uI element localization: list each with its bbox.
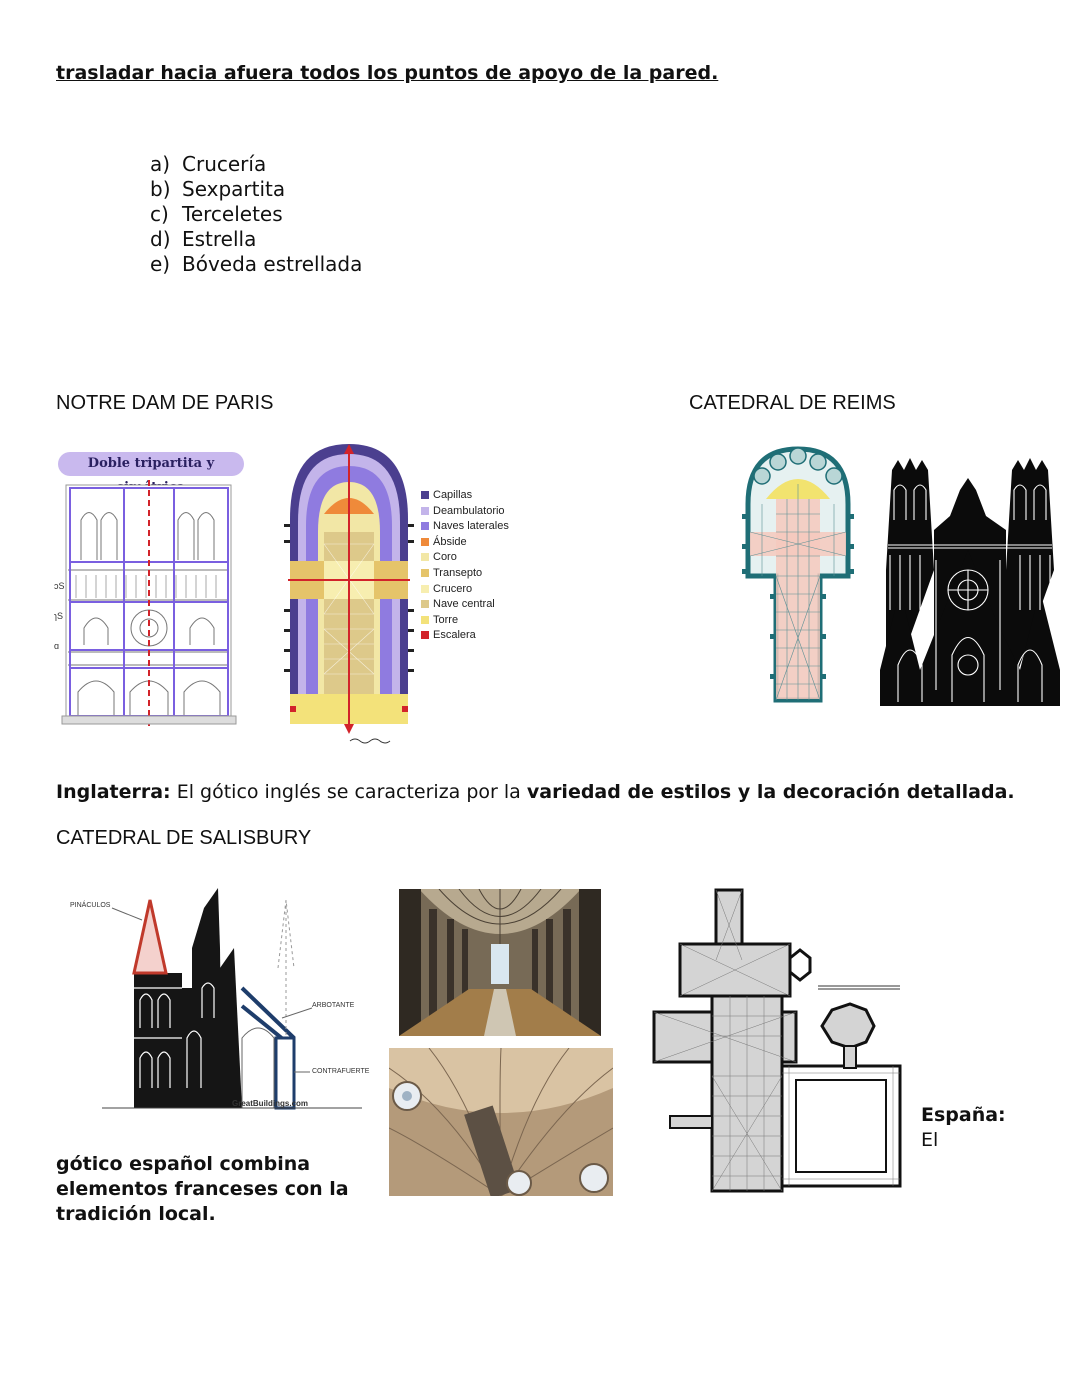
legend-swatch	[421, 506, 429, 515]
legend-item: Capillas	[421, 488, 509, 504]
salisbury-heading: CATEDRAL DE SALISBURY	[56, 827, 312, 849]
label-contrafuerte: CONTRAFUERTE	[312, 1068, 370, 1075]
spanish-cathedral-plan	[652, 888, 902, 1193]
list-item: b)Sexpartita	[150, 177, 286, 201]
notre-dame-facade-image: Doble tripartita y simétrica	[56, 452, 246, 732]
list-item: e)Bóveda estrellada	[150, 252, 363, 276]
reims-floor-plan	[742, 446, 854, 703]
legend-swatch	[421, 631, 429, 640]
salisbury-section-image: PINÁCULOS ARBOTANTE CONTRAFUERTE GreatBu…	[62, 888, 380, 1116]
vault-type-list: a)Crucería b)Sexpartita c)Terceletes d)E…	[150, 152, 362, 277]
intro-sentence: trasladar hacia afuera todos los puntos …	[56, 62, 719, 84]
legend-swatch	[421, 600, 429, 609]
notre-dame-floor-plan	[284, 444, 414, 744]
floor-plan-legend: Capillas Deambulatorio Naves laterales Á…	[421, 488, 509, 644]
legend-swatch	[421, 491, 429, 500]
legend-item: Transepto	[421, 566, 509, 582]
fan-vault-photo	[389, 1048, 613, 1196]
england-emphasis: variedad de estilos y la decoración deta…	[526, 781, 1015, 803]
cropped-margin-marks: ᴐS ɿS ɑ	[54, 581, 65, 651]
legend-swatch	[421, 537, 429, 546]
legend-swatch	[421, 584, 429, 593]
label-pinaculos: PINÁCULOS	[70, 902, 111, 909]
legend-item: Nave central	[421, 597, 509, 613]
image-watermark: GreatBuildings.com	[232, 1099, 309, 1108]
legend-swatch	[421, 522, 429, 531]
legend-item: Escalera	[421, 628, 509, 644]
list-item: d)Estrella	[150, 227, 257, 251]
legend-item: Deambulatorio	[421, 504, 509, 520]
spain-line: gótico español combina	[56, 1153, 311, 1175]
legend-item: Ábside	[421, 535, 509, 551]
list-item: c)Terceletes	[150, 202, 283, 226]
spain-lead: España: El	[921, 1103, 1006, 1153]
england-lead: Inglaterra:	[56, 781, 171, 803]
fan-vault-drawing	[389, 1048, 613, 1196]
legend-item: Naves laterales	[421, 519, 509, 535]
salisbury-nave-photo	[399, 889, 601, 1036]
legend-swatch	[421, 615, 429, 624]
spain-line: elementos franceses con la	[56, 1178, 349, 1200]
notre-dame-heading: NOTRE DAM DE PARIS	[56, 392, 274, 414]
legend-swatch	[421, 569, 429, 578]
legend-item: Torre	[421, 613, 509, 629]
legend-swatch	[421, 553, 429, 562]
list-item: a)Crucería	[150, 152, 267, 176]
spain-lead-article: El	[921, 1129, 939, 1151]
legend-item: Crucero	[421, 582, 509, 598]
section-drawing	[102, 888, 362, 1110]
england-paragraph: Inglaterra: El gótico inglés se caracter…	[56, 781, 1015, 803]
england-text: El gótico inglés se caracteriza por la	[170, 781, 527, 803]
legend-item: Coro	[421, 550, 509, 566]
reims-facade-image	[880, 458, 1060, 706]
spain-paragraph: gótico español combina elementos frances…	[56, 1152, 349, 1227]
label-arbotante: ARBOTANTE	[312, 1002, 355, 1009]
reims-heading: CATEDRAL DE REIMS	[689, 392, 896, 414]
spain-lead-word: España:	[921, 1104, 1006, 1126]
spain-line: tradición local.	[56, 1203, 216, 1225]
facade-badge: Doble tripartita y simétrica	[58, 452, 244, 495]
facade-drawing	[61, 480, 237, 730]
nave-photo-drawing	[399, 889, 601, 1036]
